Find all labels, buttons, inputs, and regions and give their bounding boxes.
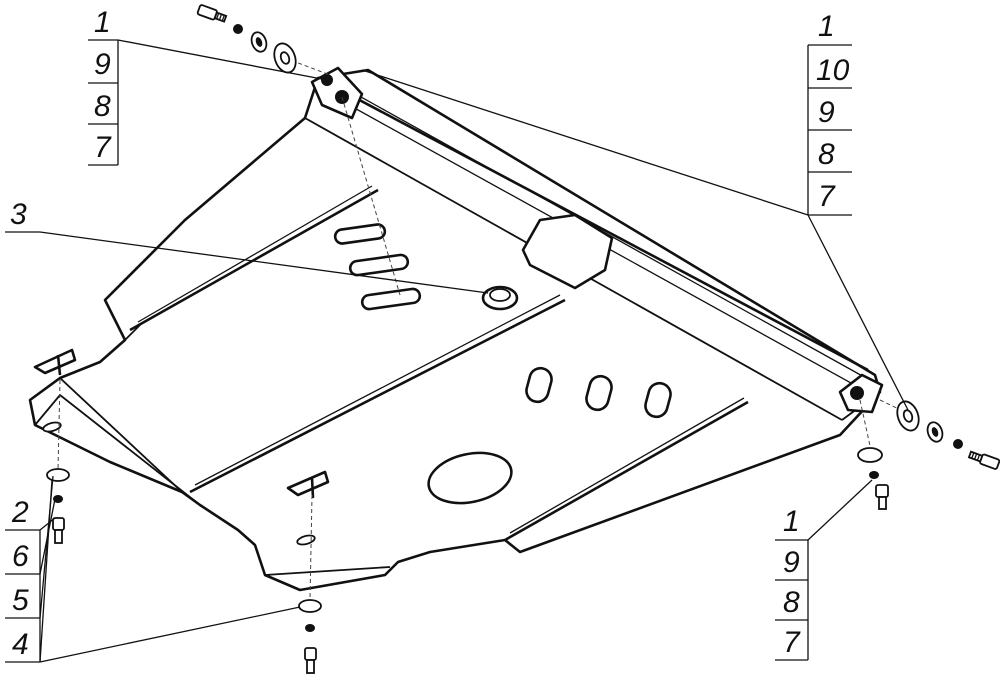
callout-br-4: 7 [783, 626, 800, 659]
callout-tl-2: 9 [94, 48, 111, 81]
clip-right [286, 470, 330, 499]
callout-bl-2: 6 [12, 540, 29, 573]
callout-tr-3: 9 [818, 96, 835, 129]
hardware-top-left [196, 4, 297, 74]
callout-bl-4: 4 [12, 628, 29, 661]
callout-bl-3: 5 [12, 584, 29, 617]
callout-grid-bottom-left [5, 475, 301, 663]
callout-tl-3: 8 [94, 90, 111, 123]
callout-br-3: 8 [783, 586, 800, 619]
callout-bl-1: 2 [12, 496, 29, 529]
callout-3-label: 3 [10, 198, 27, 231]
callout-grid-top-right [361, 44, 909, 411]
hardware-right [896, 400, 1000, 470]
cage-nut [481, 285, 519, 311]
callout-tr-2: 10 [816, 54, 850, 87]
callout-tr-1: 1 [818, 10, 835, 43]
callout-tl-4: 7 [94, 131, 111, 164]
skid-plate [28, 66, 884, 592]
callout-br-1: 1 [783, 505, 800, 538]
callout-grid-top-left [88, 39, 328, 166]
callout-tr-5: 7 [818, 180, 835, 213]
clip-left [33, 348, 77, 376]
hardware-right-bottom [857, 447, 889, 510]
callout-3 [5, 231, 489, 294]
callout-tl-1: 1 [94, 6, 111, 39]
hardware-center-bottom [298, 599, 322, 674]
callout-grid-bottom-right [775, 479, 873, 661]
callout-tr-4: 8 [818, 138, 835, 171]
bracket-right [838, 373, 884, 414]
bracket-left [310, 66, 364, 120]
callout-br-2: 9 [783, 546, 800, 579]
